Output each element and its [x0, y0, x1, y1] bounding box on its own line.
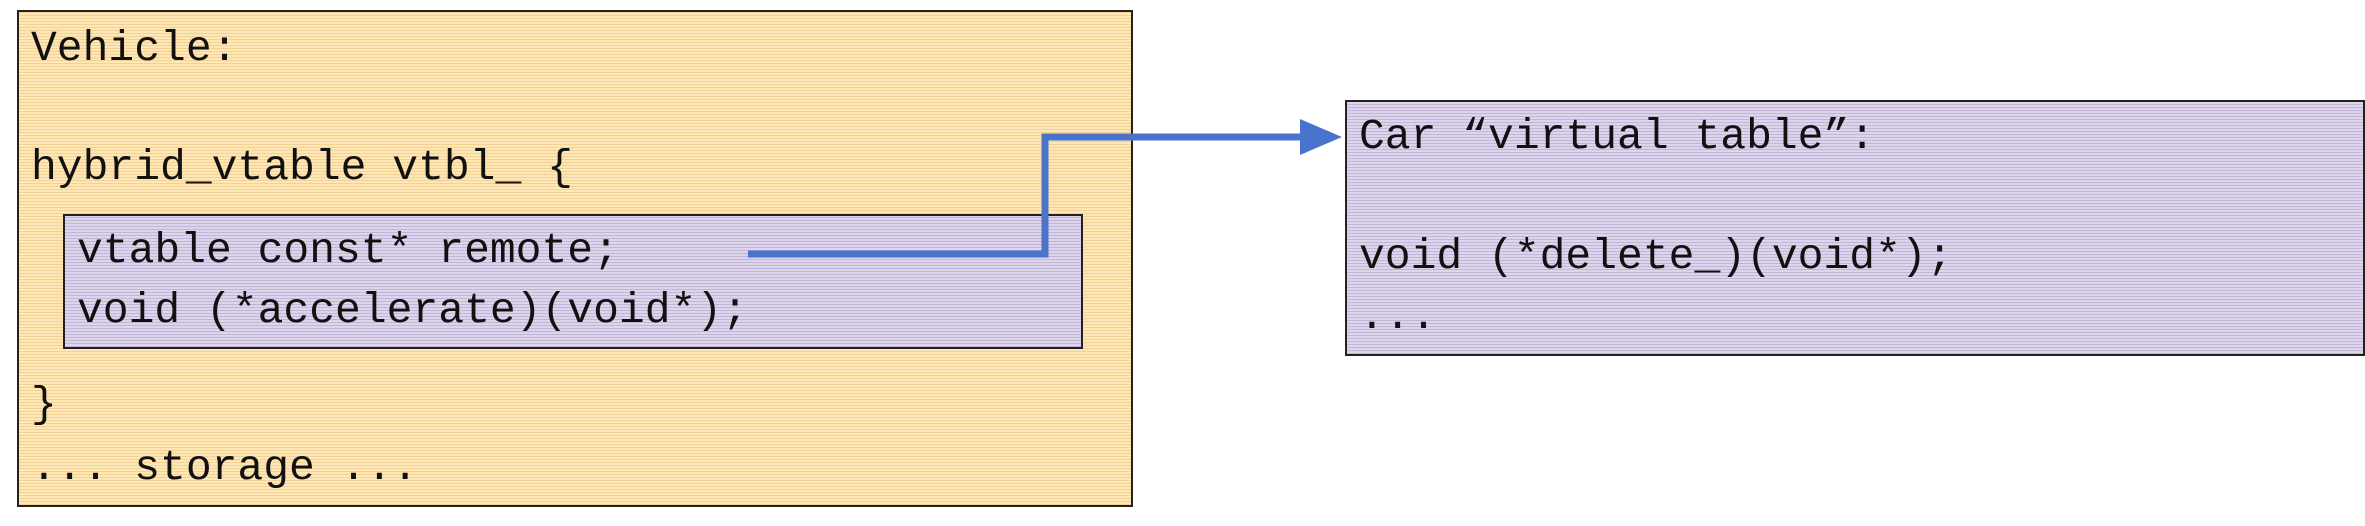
storage-line: ... storage ...: [31, 443, 419, 492]
close-brace-line: }: [31, 380, 57, 429]
car-virtual-table-box: [1345, 100, 2365, 356]
accelerate-pointer-line: void (*accelerate)(void*);: [77, 286, 748, 335]
pointer-arrow-line: [748, 133, 1302, 258]
delete-pointer-line: void (*delete_)(void*);: [1359, 232, 1953, 281]
vtbl-member-box: [63, 214, 1083, 349]
vehicle-title: Vehicle:: [31, 24, 238, 73]
pointer-arrow-head: [1300, 119, 1342, 155]
remote-pointer-line: vtable const* remote;: [77, 226, 619, 275]
vtable-open-line: hybrid_vtable vtbl_ {: [31, 143, 573, 192]
car-table-title: Car “virtual table”:: [1359, 112, 1876, 161]
car-table-ellipsis: ...: [1359, 292, 1437, 341]
